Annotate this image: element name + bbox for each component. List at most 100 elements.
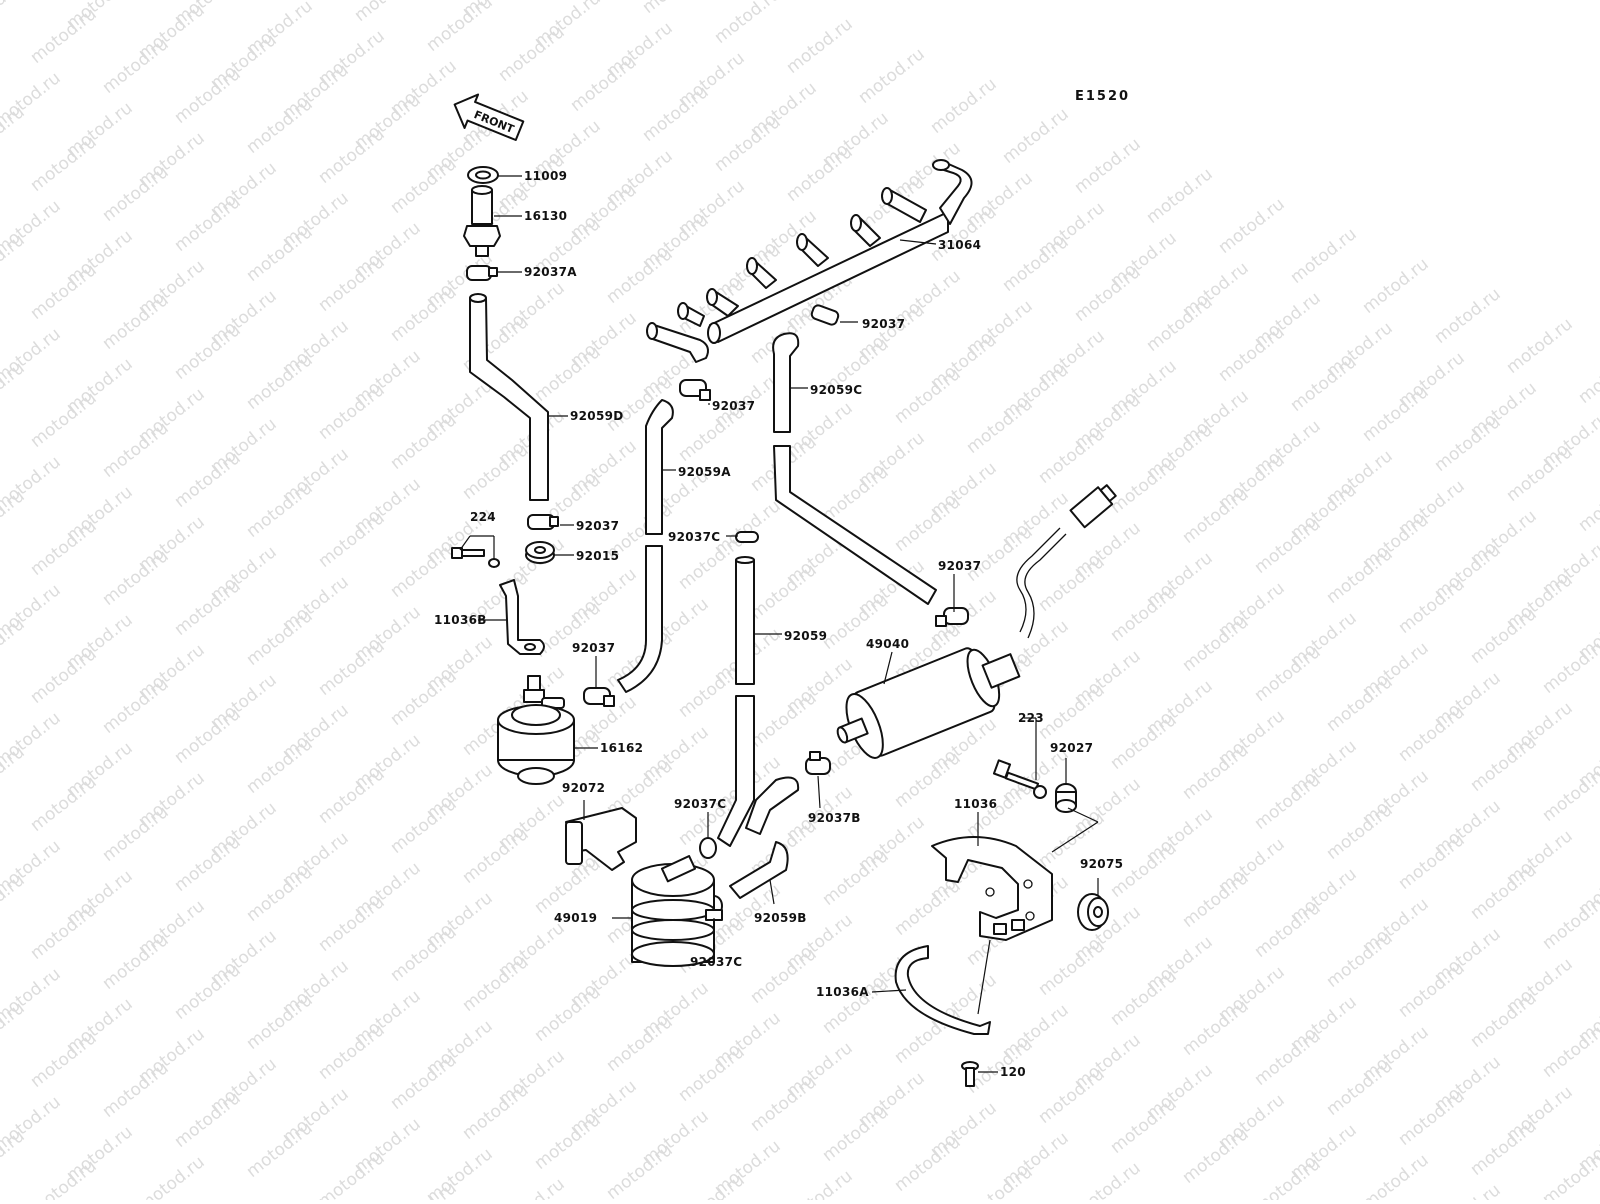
watermark-text: motod.ru	[1467, 732, 1541, 796]
watermark-text: motod.ru	[1467, 860, 1541, 924]
watermark-text: motod.ru	[243, 222, 317, 286]
label-92059A: 92059A	[678, 465, 731, 479]
watermark-text: motod.ru	[27, 388, 101, 452]
watermark-text: motod.ru	[1107, 582, 1181, 646]
watermark-text: motod.ru	[315, 1020, 389, 1084]
watermark-text: motod.ru	[1035, 936, 1109, 1000]
watermark-text: motod.ru	[711, 112, 785, 176]
hose-92059A-lower	[617, 545, 663, 693]
watermark-text: motod.ru	[1503, 442, 1577, 506]
watermark-text: motod.ru	[855, 44, 929, 108]
watermark-text: motod.ru	[1431, 412, 1505, 476]
watermark-text: motod.ru	[1179, 612, 1253, 676]
watermark-text: motod.ru	[783, 142, 857, 206]
hose-92059B-lower	[729, 841, 789, 899]
label-11036B: 11036B	[434, 613, 487, 627]
watermark-text: motod.ru	[1539, 1146, 1600, 1200]
watermark-text: motod.ru	[1107, 1094, 1181, 1158]
watermark-text: motod.ru	[387, 1050, 461, 1114]
clamp-92037-right	[935, 607, 969, 627]
watermark-text: motod.ru	[1323, 1056, 1397, 1120]
watermark-text: motod.ru	[1539, 1018, 1600, 1082]
watermark-text: motod.ru	[963, 394, 1037, 458]
watermark-text: motod.ru	[315, 764, 389, 828]
label-223: 223	[1018, 711, 1044, 725]
watermark-text: motod.ru	[135, 1152, 209, 1200]
watermark-text: motod.ru	[1251, 898, 1325, 962]
watermark-text: motod.ru	[171, 832, 245, 896]
watermark-text: motod.ru	[459, 440, 533, 504]
watermark-text: motod.ru	[1143, 292, 1217, 356]
hose-92059A	[645, 399, 674, 535]
watermark-text: motod.ru	[603, 244, 677, 308]
leader-lines	[459, 175, 1099, 1073]
hose-92059B	[745, 776, 800, 835]
watermark-text: motod.ru	[243, 606, 317, 670]
watermark-text: motod.ru	[171, 64, 245, 128]
bolt-223	[992, 759, 1047, 799]
watermark-text: motod.ru	[387, 1178, 461, 1200]
watermark-text: motod.ru	[1035, 552, 1109, 616]
watermark-text: motod.ru	[1539, 890, 1600, 954]
hose-92059C-lower	[773, 445, 937, 605]
fuel-pump-49040	[836, 647, 1021, 759]
watermark-text: motod.ru	[27, 4, 101, 68]
label-92037C-b: 92037C	[674, 797, 726, 811]
bracket-11036B	[499, 579, 545, 655]
watermark-text: motod.ru	[387, 922, 461, 986]
watermark-text: motod.ru	[387, 410, 461, 474]
hose-92059D	[469, 297, 549, 501]
watermark-text: motod.ru	[891, 492, 965, 556]
label-92072: 92072	[562, 781, 605, 795]
watermark-text: motod.ru	[747, 688, 821, 752]
watermark-text: motod.ru	[711, 0, 785, 48]
watermark-text: motod.ru	[1395, 830, 1469, 894]
clamp-92037C-a	[735, 531, 759, 543]
watermark-text: motod.ru	[495, 22, 569, 86]
label-11036: 11036	[954, 797, 997, 811]
watermark-text: motod.ru	[27, 900, 101, 964]
watermark-text: motod.ru	[1467, 604, 1541, 668]
watermark-text: motod.ru	[387, 666, 461, 730]
watermark-text: motod.ru	[99, 802, 173, 866]
watermark-text: motod.ru	[639, 0, 713, 18]
watermark-text: motod.ru	[1395, 1086, 1469, 1150]
watermark-text: motod.ru	[1179, 740, 1253, 804]
label-49040: 49040	[866, 637, 909, 651]
watermark-text: motod.ru	[747, 1072, 821, 1136]
clamp-92037-low	[583, 687, 615, 707]
watermark-text: motod.ru	[1395, 702, 1469, 766]
watermark-text: motod.ru	[315, 252, 389, 316]
watermark-text: motod.ru	[171, 576, 245, 640]
watermark-text: motod.ru	[387, 154, 461, 218]
bracket-11036	[931, 836, 1053, 941]
label-92059B: 92059B	[754, 911, 807, 925]
watermark-text: motod.ru	[1359, 254, 1433, 318]
watermark-text: motod.ru	[1575, 472, 1600, 536]
watermark-text: motod.ru	[315, 892, 389, 956]
watermark-text: motod.ru	[1143, 164, 1217, 228]
watermark-text: motod.ru	[1215, 322, 1289, 386]
watermark-text: motod.ru	[567, 52, 641, 116]
watermark-text: motod.ru	[1071, 262, 1145, 326]
watermark-text: motod.ru	[99, 674, 173, 738]
watermark-text: motod.ru	[1287, 224, 1361, 288]
watermark-text: motod.ru	[99, 34, 173, 98]
label-92037A: 92037A	[524, 265, 577, 279]
watermark-text: motod.ru	[1467, 988, 1541, 1052]
watermark-text: motod.ru	[891, 1132, 965, 1196]
watermark-text: motod.ru	[1431, 284, 1505, 348]
watermark-text: motod.ru	[1251, 1154, 1325, 1200]
clamp-92037-mid	[679, 379, 711, 401]
watermark-text: motod.ru	[675, 1042, 749, 1106]
watermark-text: motod.ru	[1359, 382, 1433, 446]
clamp-92037A	[466, 265, 498, 281]
label-92059D: 92059D	[570, 409, 624, 423]
label-92037-mid: 92037	[712, 399, 755, 413]
label-92037-right: 92037	[938, 559, 981, 573]
watermark-text: motod.ru	[603, 1012, 677, 1076]
watermark-text: motod.ru	[1251, 642, 1325, 706]
label-49019: 49019	[554, 911, 597, 925]
